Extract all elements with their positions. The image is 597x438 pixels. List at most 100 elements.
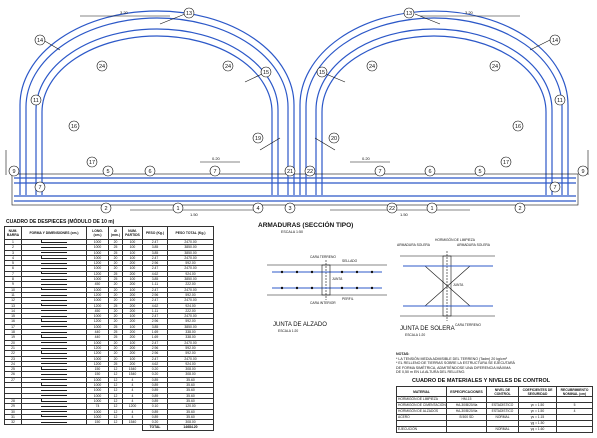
bar-mark: 4 bbox=[252, 202, 264, 214]
section-scale: ESCALA 1:50 bbox=[281, 230, 303, 234]
svg-text:15: 15 bbox=[319, 70, 325, 76]
table-cell: 3850.00 bbox=[167, 323, 214, 331]
bar-mark: 3 bbox=[284, 202, 296, 214]
table-cell bbox=[123, 425, 143, 430]
despiece-header-cell: LONG. (cm.) bbox=[86, 226, 109, 240]
slab-outline bbox=[11, 173, 579, 206]
bar-shape-icon bbox=[41, 335, 67, 338]
bar-shape-icon bbox=[41, 268, 67, 270]
table-cell: 338.00 bbox=[167, 329, 214, 336]
junta-alzado-scale: ESCALA 1:20 bbox=[278, 329, 299, 333]
junta-alzado-title: JUNTA DE ALZADO bbox=[273, 322, 327, 328]
table-cell bbox=[5, 425, 22, 430]
bar-mark: 17 bbox=[86, 156, 98, 168]
dimension-label: 0.20 bbox=[362, 156, 371, 161]
table-cell: 592.00 bbox=[167, 350, 214, 357]
bar-shape-icon bbox=[41, 288, 67, 291]
bar-mark: 7 bbox=[374, 165, 386, 177]
svg-text:20: 20 bbox=[331, 136, 337, 142]
despiece-header-cell: PESO (Kg.) bbox=[142, 226, 168, 240]
junta-alzado-detail: CARA TERRENO JUNTA CARA INTERIOR SELLADO… bbox=[267, 255, 387, 305]
table-cell: 308.00 bbox=[167, 419, 214, 426]
bar-shape-icon bbox=[41, 310, 67, 312]
bar-shape-icon bbox=[41, 342, 67, 344]
table-cell: γq = 1.60 bbox=[518, 426, 557, 433]
svg-text:7: 7 bbox=[378, 169, 381, 175]
table-cell: 924.00 bbox=[167, 360, 214, 368]
bar-mark: 24 bbox=[366, 60, 378, 72]
bar-shape-icon bbox=[41, 415, 67, 418]
bar-mark: 11 bbox=[554, 94, 566, 106]
table-cell: 35.60 bbox=[167, 381, 214, 389]
svg-text:19: 19 bbox=[255, 136, 261, 142]
table-cell: 924.00 bbox=[167, 302, 214, 309]
bar-mark: 6 bbox=[144, 165, 156, 177]
bar-shape-icon bbox=[41, 411, 67, 413]
section-title: ARMADURAS (SECCIÓN TIPO) bbox=[258, 222, 354, 229]
bar-shape-icon bbox=[41, 283, 67, 285]
table-cell: HORMIGÓN DE CIMENTACIÓN bbox=[396, 402, 447, 409]
table-cell: 592.00 bbox=[167, 291, 214, 299]
bar-shape-icon bbox=[41, 304, 67, 307]
control-title: CUADRO DE MATERIALES Y NIVELES DE CONTRO… bbox=[412, 378, 551, 384]
table-cell: 35.60 bbox=[167, 397, 214, 405]
table-cell: 222.00 bbox=[167, 307, 214, 315]
solera-label: JUNTA bbox=[453, 283, 464, 287]
svg-text:9: 9 bbox=[581, 169, 584, 175]
bar-shape-icon bbox=[41, 331, 67, 333]
bar-shape-icon bbox=[41, 367, 67, 370]
bar-shape-icon bbox=[41, 262, 67, 264]
right-arch-outer-bar bbox=[299, 10, 569, 195]
bar-mark: 7 bbox=[34, 181, 46, 193]
table-cell: 35.60 bbox=[167, 376, 214, 384]
dimension-label: 1.50 bbox=[400, 212, 409, 217]
bar-mark: 22 bbox=[304, 165, 316, 177]
total-value: 14684.20 bbox=[167, 424, 214, 431]
bar-shape-icon bbox=[41, 246, 67, 248]
svg-text:13: 13 bbox=[186, 11, 192, 17]
notes-title: NOTAS: bbox=[396, 352, 410, 356]
table-cell bbox=[556, 426, 593, 433]
solera-label: ARMADURA SOLERA bbox=[457, 243, 491, 247]
bar-mark: 1 bbox=[172, 202, 184, 214]
table-cell: 2470.00 bbox=[167, 265, 214, 272]
bar-shape-icon bbox=[41, 363, 67, 365]
solera-label: HORMIGÓN DE LIMPIEZA bbox=[435, 237, 476, 242]
svg-text:24: 24 bbox=[369, 64, 375, 70]
table-cell bbox=[22, 425, 87, 430]
bar-shape-icon bbox=[41, 315, 67, 317]
despiece-header-cell: PESO TOTAL (Kg.) bbox=[167, 226, 214, 240]
table-cell: 35.60 bbox=[167, 392, 214, 399]
bar-mark: 15 bbox=[260, 66, 272, 78]
bar-mark: 20 bbox=[328, 132, 340, 144]
svg-text:3: 3 bbox=[288, 206, 291, 212]
table-cell: 3850.00 bbox=[167, 276, 214, 283]
bar-shape-icon bbox=[41, 395, 67, 397]
svg-text:16: 16 bbox=[71, 124, 77, 130]
left-arch-inner-bar bbox=[41, 35, 273, 195]
bar-shape-icon bbox=[41, 252, 67, 254]
alzado-label: CARA INTERIOR bbox=[310, 301, 336, 305]
right-arch-inner-bar bbox=[321, 35, 547, 195]
bar-mark: 24 bbox=[222, 60, 234, 72]
